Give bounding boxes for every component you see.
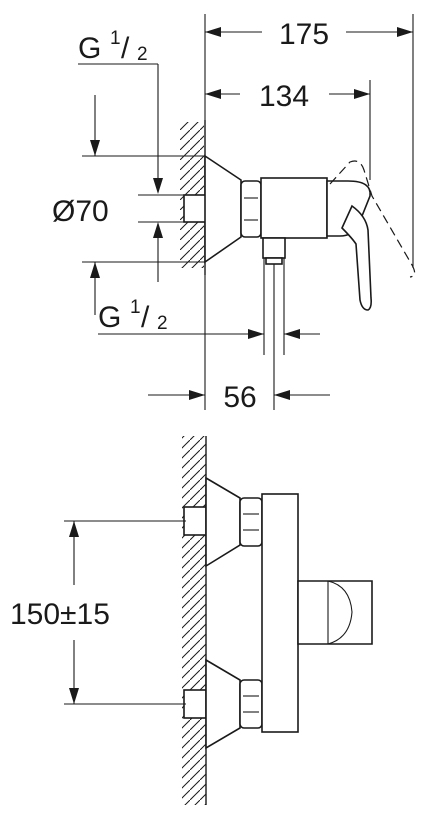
svg-text:/: / <box>141 301 150 334</box>
lever-front <box>297 580 373 645</box>
inlet-connector <box>183 194 207 223</box>
svg-text:G: G <box>78 32 101 65</box>
dim-inlet-spacing: 150±15 <box>10 598 110 631</box>
svg-text:1: 1 <box>110 28 121 49</box>
lever-handle <box>341 204 372 311</box>
dim-inlet-diameter: Ø70 <box>52 195 109 228</box>
hex-nut <box>240 180 262 238</box>
front-view: 150±15 <box>10 436 373 805</box>
svg-text:2: 2 <box>137 44 148 65</box>
svg-text:G: G <box>98 301 121 334</box>
svg-text:/: / <box>121 32 130 65</box>
mixer-body <box>260 177 328 239</box>
side-view: 175 134 G 1 / 2 Ø70 G 1 <box>52 14 416 414</box>
dim-body-length: 134 <box>259 80 309 113</box>
mixer-body-front <box>261 493 299 733</box>
svg-text:2: 2 <box>157 313 168 334</box>
escutcheon-cone <box>204 154 242 264</box>
thread-label-top: G 1 / 2 <box>78 28 148 65</box>
outlet-connector <box>262 237 286 259</box>
dim-outlet-offset: 56 <box>223 381 256 414</box>
lever-travel-dashed <box>329 160 416 278</box>
thread-label-bottom: G 1 / 2 <box>98 297 168 334</box>
dim-overall-length: 175 <box>279 18 329 51</box>
svg-text:1: 1 <box>130 297 141 318</box>
wall-hatch-bottom <box>182 436 206 805</box>
